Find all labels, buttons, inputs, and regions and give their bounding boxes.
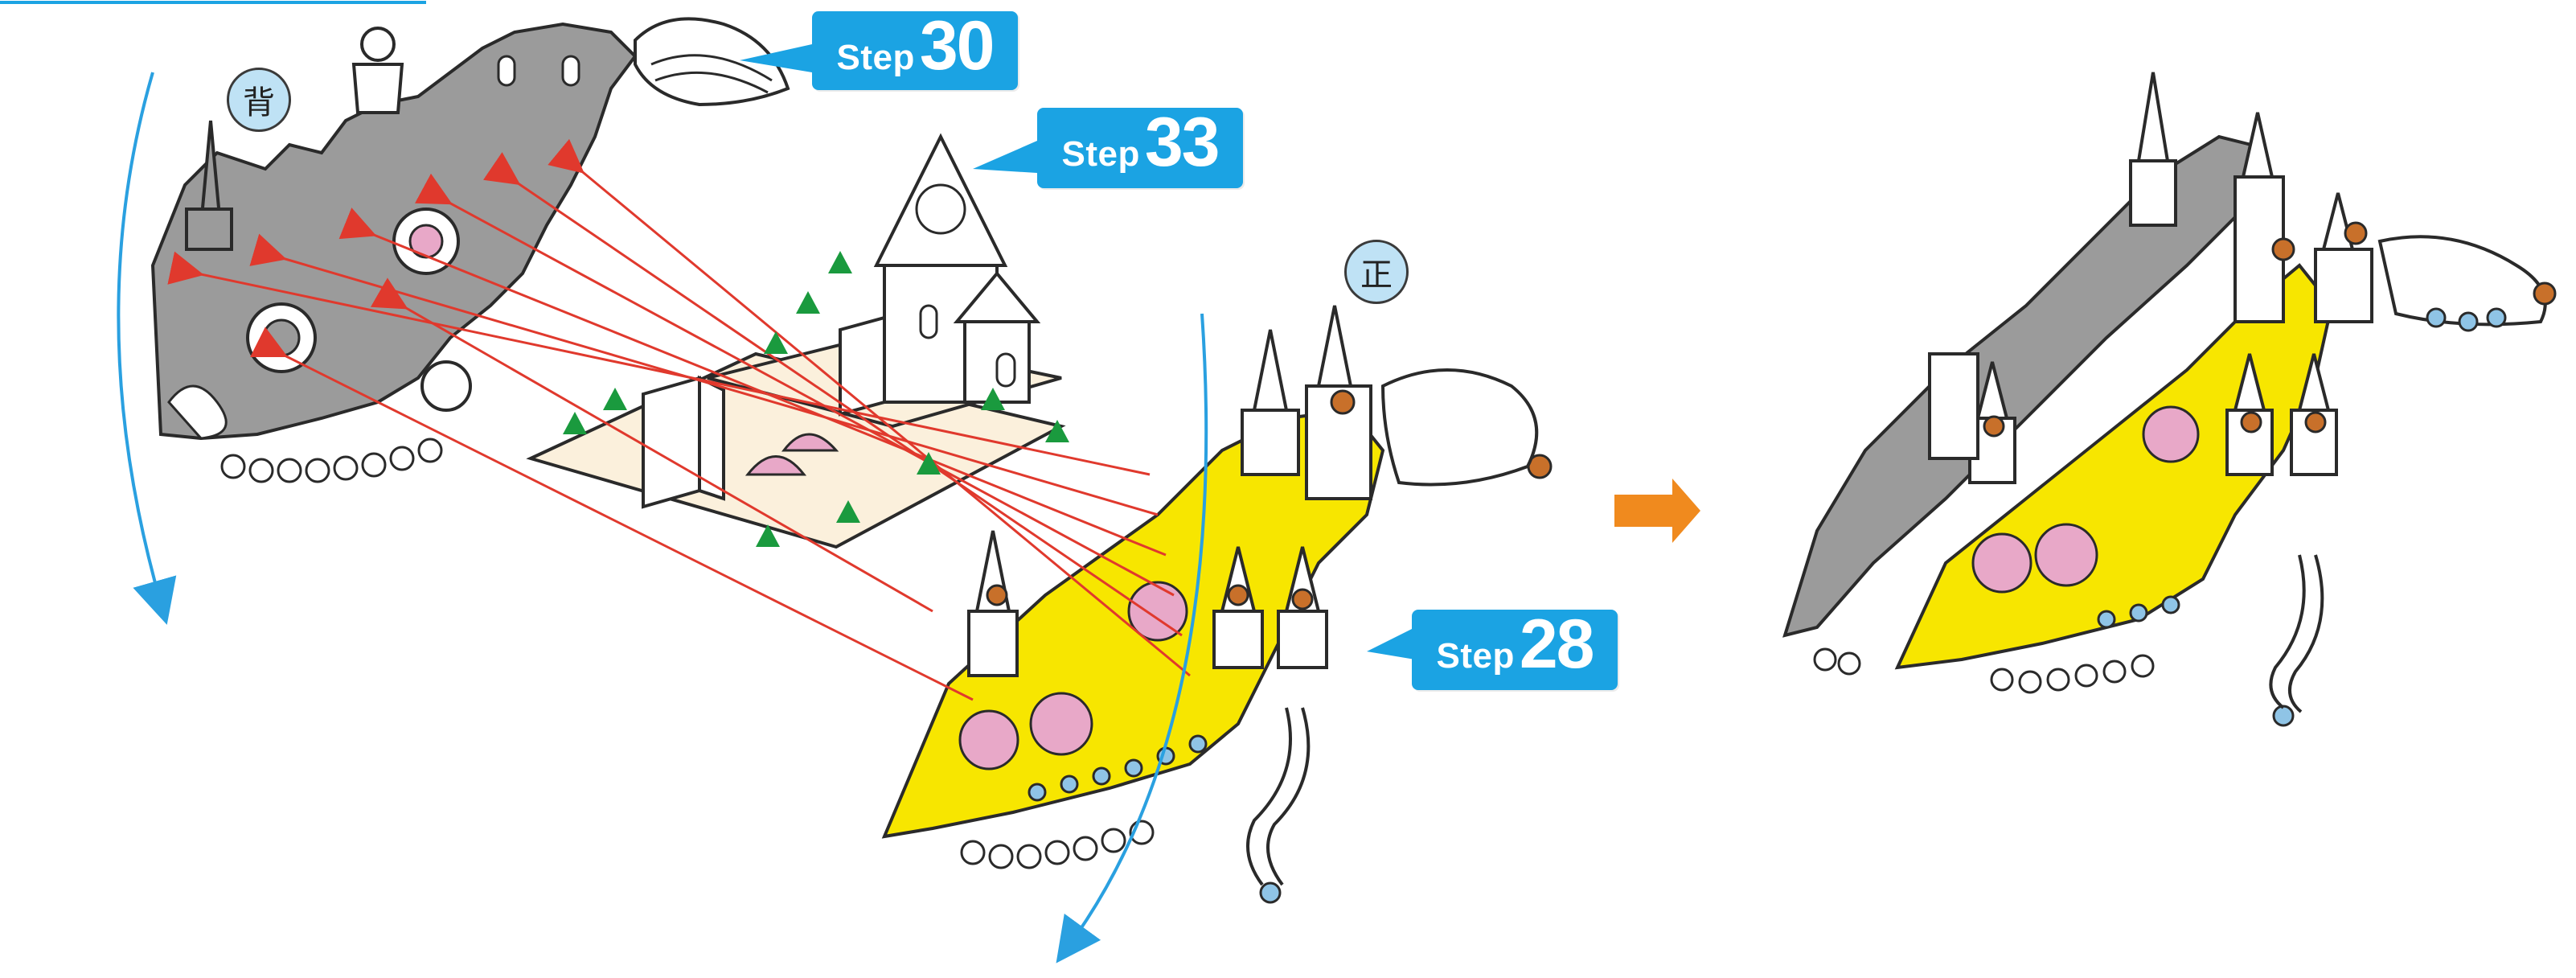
back-face-bubble: 背 xyxy=(227,68,291,132)
step-word: Step xyxy=(1436,636,1515,676)
step-word: Step xyxy=(1061,134,1140,174)
rotation-arrow-right xyxy=(1056,313,1208,964)
assembly-arrows xyxy=(167,138,1191,701)
step-number: 33 xyxy=(1144,104,1220,181)
front-face-bubble: 正 xyxy=(1344,240,1409,304)
rotation-arrow-left xyxy=(117,72,177,625)
green-triangle-tabs xyxy=(563,251,1069,547)
church-house xyxy=(873,133,1041,404)
orange-right-arrow-icon xyxy=(1614,479,1700,543)
step-number: 30 xyxy=(919,7,995,84)
step-number: 28 xyxy=(1519,606,1595,683)
assembled-result xyxy=(1782,72,2557,727)
badge-pointers xyxy=(740,44,1415,660)
step-word: Step xyxy=(836,38,915,77)
front-panel-yellow xyxy=(881,305,1553,904)
top-lace-wing xyxy=(351,17,790,114)
